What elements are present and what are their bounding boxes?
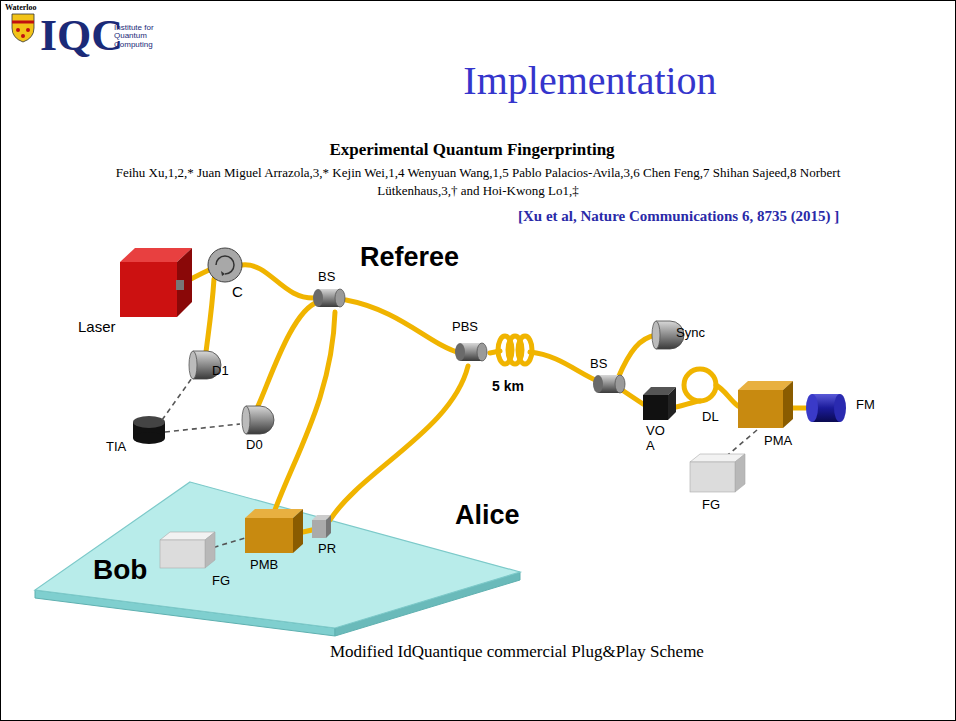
illustration-part (643, 395, 668, 420)
caption: Modified IdQuantique commercial Plug&Pla… (330, 642, 704, 662)
illustration-part (133, 416, 165, 428)
illustration-part (834, 394, 846, 422)
illustration-part (738, 390, 783, 428)
part-name: C (232, 283, 243, 300)
party-name: Bob (93, 554, 147, 586)
illustration-part (593, 375, 625, 393)
illustration-part (735, 454, 745, 492)
logo-text: Waterloo (5, 3, 37, 12)
citation: [Xu et al, Nature Communications 6, 8735… (518, 208, 839, 225)
part-name: PBS (452, 320, 478, 335)
fiber-length: 5 km (492, 378, 524, 394)
illustration-part (690, 462, 735, 492)
illustration-part (21, 34, 25, 38)
illustration-part (12, 14, 34, 42)
illustration-part (165, 424, 240, 432)
illustration-part (208, 248, 242, 282)
illustration-part (622, 390, 643, 404)
illustration-part (120, 262, 177, 317)
illustration-part (312, 520, 326, 538)
illustration-part (783, 381, 793, 428)
illustration-part (216, 256, 234, 274)
illustration-part (133, 432, 165, 444)
part-name: D0 (246, 438, 263, 453)
illustration-part (618, 335, 656, 378)
illustration-part (518, 336, 532, 364)
illustration-part (180, 265, 812, 534)
illustration-part (684, 369, 716, 401)
part-name: VO A (646, 424, 670, 454)
illustration-part (242, 265, 316, 298)
author-list: Feihu Xu,1,2,* Juan Miguel Arrazola,3,* … (100, 164, 856, 199)
part-name: FM (856, 398, 875, 413)
illustration-part (455, 343, 487, 361)
part-name: PMA (764, 434, 792, 449)
part-name: PMB (250, 558, 278, 573)
illustration-part (162, 378, 192, 420)
logo-text: IQC (40, 14, 123, 58)
part-name: Sync (676, 326, 705, 341)
part-name: DL (702, 410, 719, 425)
part-name: PR (318, 542, 336, 557)
part-name: FG (212, 574, 230, 589)
illustration-part (258, 302, 318, 406)
illustration-part (160, 540, 205, 568)
slide-title: Implementation (380, 58, 800, 104)
illustration-part (176, 280, 184, 290)
illustration-part (530, 352, 600, 382)
party-name: Alice (455, 500, 520, 531)
illustration-part (205, 532, 215, 568)
part-name: TIA (106, 440, 126, 455)
part-name: FG (702, 498, 720, 513)
illustration-part (206, 279, 214, 352)
illustration-part (242, 406, 274, 434)
part-name: BS (590, 357, 607, 372)
part-name: D1 (212, 364, 229, 379)
party-name: Referee (360, 242, 459, 273)
part-name: Laser (78, 318, 116, 335)
illustration-part (26, 28, 30, 32)
illustration-part (12, 21, 34, 24)
illustration-part (245, 509, 303, 518)
illustration-part (330, 366, 468, 520)
paper-title: Experimental Quantum Fingerprinting (0, 140, 950, 160)
illustration-part (245, 518, 293, 553)
illustration-part (313, 289, 345, 307)
part-name: BS (318, 270, 335, 285)
logo-text: Institute for Quantum Computing (114, 24, 180, 49)
illustration-part (177, 248, 192, 317)
illustration-part (806, 394, 818, 422)
illustration-part (716, 385, 738, 406)
illustration-part (16, 28, 20, 32)
illustration-part (326, 515, 331, 538)
illustration-part (668, 387, 676, 420)
illustration-part (272, 312, 335, 518)
illustration-part (346, 300, 460, 353)
illustration-part (221, 271, 225, 276)
illustration-part (293, 509, 303, 553)
